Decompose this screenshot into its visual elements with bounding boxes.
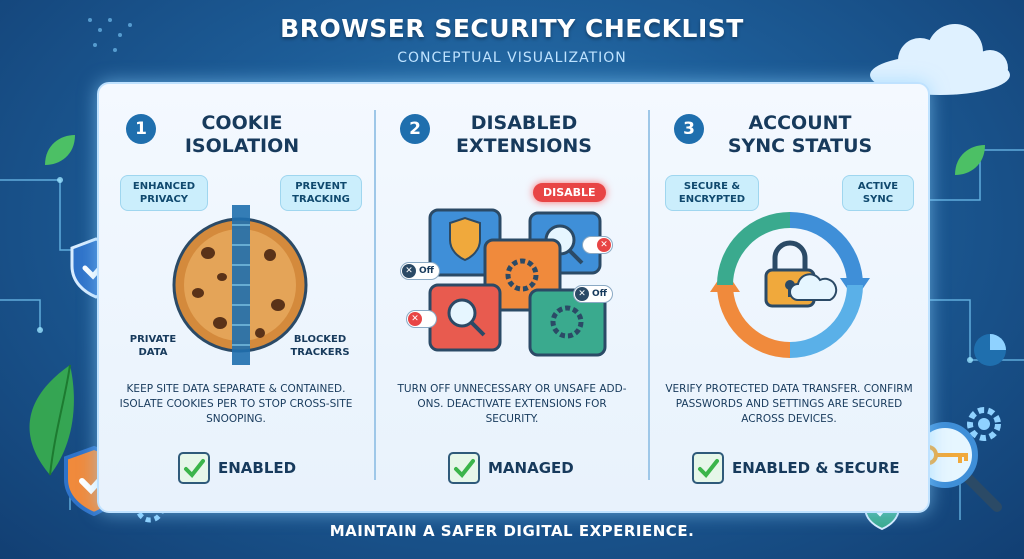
close-icon: ✕ [402, 264, 416, 278]
cloud-icon [789, 273, 838, 301]
checkmark-icon [178, 452, 210, 484]
extension-toggle[interactable]: ✕ [406, 310, 437, 328]
extension-toggle[interactable]: ✕ [582, 236, 613, 254]
bubble-prevent-tracking: Prevent Tracking [280, 175, 362, 211]
footer-tagline: Maintain a safer digital experience. [329, 522, 695, 540]
disable-button[interactable]: Disable [533, 183, 606, 202]
section-title-line: Disabled [470, 112, 578, 134]
close-icon: ✕ [597, 238, 611, 252]
section-title-line: Extensions [456, 135, 592, 157]
section-description: Keep site data separate & contained. Iso… [119, 383, 353, 425]
close-icon: ✕ [575, 287, 589, 301]
bubble-secure-encrypted: Secure & Encrypted [665, 175, 759, 211]
page-subtitle: Conceptual Visualization [397, 50, 627, 66]
section-divider [648, 110, 650, 480]
checkmark-icon [448, 452, 480, 484]
extension-toggle-off[interactable]: ✕ Off [573, 285, 613, 303]
label-blocked-trackers: Blocked Trackers [290, 334, 350, 358]
status-text: Enabled & Secure [732, 459, 900, 477]
label-private-data: Private Data [129, 334, 177, 358]
status-badge: Enabled & Secure [692, 452, 900, 484]
section-title: Disabled Extensions [434, 112, 614, 158]
section-description: Verify protected data transfer. Confirm … [665, 383, 913, 425]
extension-toggle-off[interactable]: ✕ Off [400, 262, 440, 280]
page-title: Browser Security Checklist [280, 14, 744, 43]
section-title-line: Isolation [184, 135, 300, 157]
section-title-line: Cookie [201, 112, 283, 134]
section-number: 3 [674, 114, 704, 144]
sync-arrows-icon [710, 212, 870, 358]
pie-chart-icon [974, 334, 1006, 366]
leaf-icon [955, 145, 985, 175]
section-title: Cookie Isolation [162, 112, 322, 158]
close-icon: ✕ [408, 312, 422, 326]
status-badge: Enabled [178, 452, 296, 484]
toggle-label: Off [592, 289, 607, 299]
section-divider [374, 110, 376, 480]
status-badge: Managed [448, 452, 574, 484]
toggle-label: Off [419, 266, 434, 276]
bubble-enhanced-privacy: Enhanced Privacy [120, 175, 208, 211]
section-title: Account Sync Status [710, 112, 890, 158]
status-text: Managed [488, 459, 574, 477]
puzzle-piece-icon [428, 208, 607, 357]
section-number: 1 [126, 114, 156, 144]
leaf-icon [29, 364, 74, 476]
leaf-icon [45, 135, 75, 165]
section-title-line: Sync Status [727, 135, 873, 157]
checkmark-icon [692, 452, 724, 484]
bubble-active-sync: Active Sync [842, 175, 914, 211]
section-number: 2 [400, 114, 430, 144]
gear-icon [967, 407, 1001, 441]
status-text: Enabled [218, 459, 297, 477]
section-title-line: Account [748, 112, 852, 134]
cookie-icon [172, 205, 308, 365]
section-description: Turn off unnecessary or unsafe add-ons. … [397, 383, 627, 425]
